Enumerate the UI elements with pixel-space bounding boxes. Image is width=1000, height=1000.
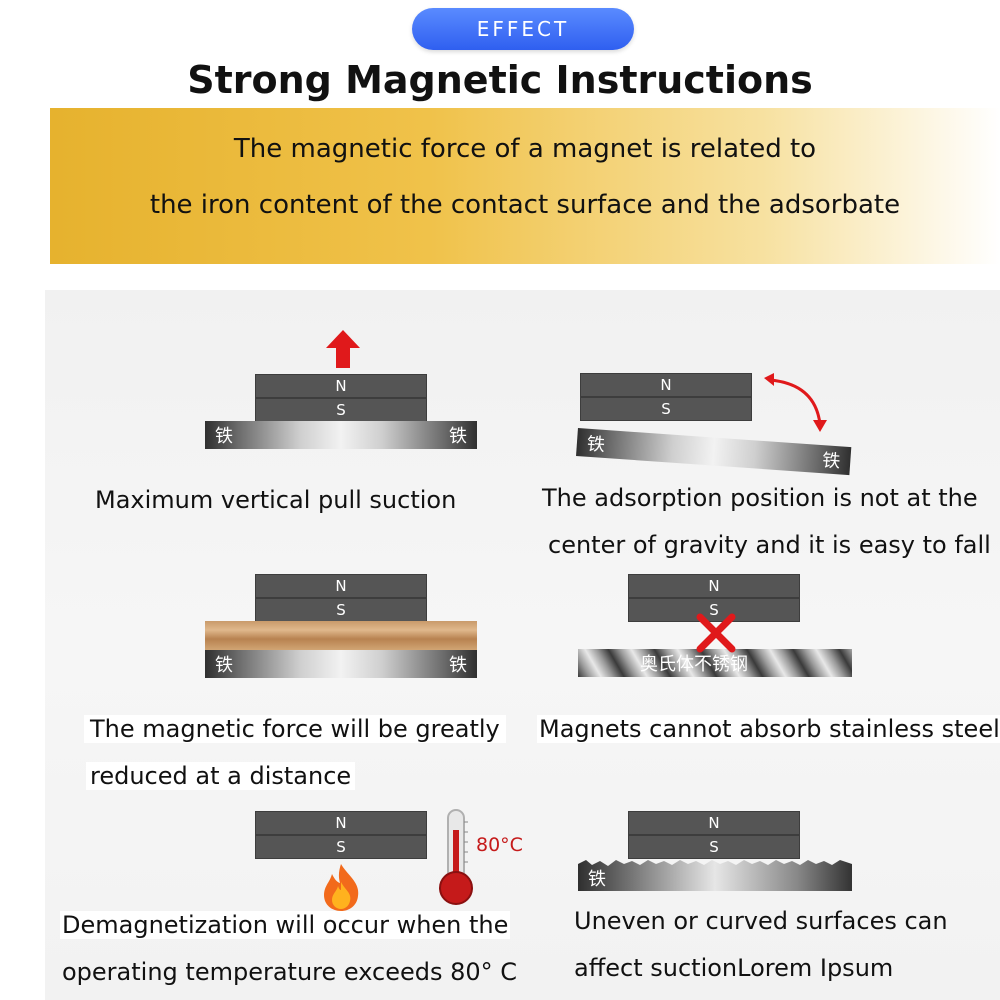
- stainless-steel-plate: 奥氏体不锈钢: [578, 649, 852, 677]
- magnet-south: S: [628, 835, 800, 859]
- thermometer-icon: [439, 809, 473, 905]
- magnet-north: N: [255, 574, 427, 598]
- iron-label-left: 铁: [215, 426, 233, 447]
- magnet-south: S: [255, 398, 427, 422]
- iron-plate: 铁 铁: [205, 421, 477, 449]
- magnet-south: S: [255, 598, 427, 622]
- iron-label-right: 铁: [449, 426, 467, 447]
- caption-uneven-line-1: Uneven or curved surfaces can: [574, 907, 948, 935]
- caption-distance-line-2: reduced at a distance: [86, 762, 356, 790]
- caption-gravity-line-1: The adsorption position is not at the: [542, 484, 978, 512]
- page-title: Strong Magnetic Instructions: [187, 58, 813, 102]
- banner-line-1: The magnetic force of a magnet is relate…: [233, 134, 817, 164]
- magnet-south: S: [628, 598, 800, 622]
- iron-label-left: 铁: [586, 433, 606, 456]
- caption-distance-line-1: The magnetic force will be greatly: [84, 715, 506, 743]
- caption-vertical-pull: Maximum vertical pull suction: [95, 486, 457, 514]
- cross-x-icon: [696, 613, 736, 653]
- caption-temp-line-1: Demagnetization will occur when the: [60, 911, 511, 939]
- iron-label-left: 铁: [215, 655, 233, 676]
- uneven-surface-edge: [578, 860, 852, 891]
- iron-label-right: 铁: [821, 450, 841, 473]
- wood-spacer: [205, 621, 477, 651]
- magnet-south: S: [580, 397, 752, 421]
- stainless-label: 奥氏体不锈钢: [640, 654, 748, 675]
- iron-label-left: 铁: [588, 869, 606, 890]
- magnet-north: N: [255, 374, 427, 398]
- temperature-label: 80°C: [476, 834, 523, 856]
- curved-arrow-icon: [764, 373, 827, 432]
- iron-plate: 铁 铁: [205, 650, 477, 678]
- magnet-north: N: [628, 574, 800, 598]
- uneven-iron-plate: 铁: [578, 858, 852, 891]
- caption-stainless: Magnets cannot absorb stainless steel: [537, 715, 1000, 743]
- magnet-north: N: [628, 811, 800, 835]
- iron-label-right: 铁: [449, 655, 467, 676]
- magnet-north: N: [255, 811, 427, 835]
- info-banner: [50, 108, 1000, 264]
- caption-temp-line-2: operating temperature exceeds 80° C: [62, 958, 518, 986]
- diagram-panel: [45, 290, 1000, 1000]
- effect-badge: EFFECT: [412, 8, 634, 50]
- magnet-south: S: [255, 835, 427, 859]
- banner-line-2: the iron content of the contact surface …: [149, 190, 901, 220]
- magnet-north: N: [580, 373, 752, 397]
- up-arrow-icon: [326, 330, 360, 368]
- flame-icon: [324, 864, 359, 911]
- caption-gravity-line-2: center of gravity and it is easy to fall: [548, 531, 991, 559]
- caption-uneven-line-2: affect suctionLorem Ipsum: [574, 954, 894, 982]
